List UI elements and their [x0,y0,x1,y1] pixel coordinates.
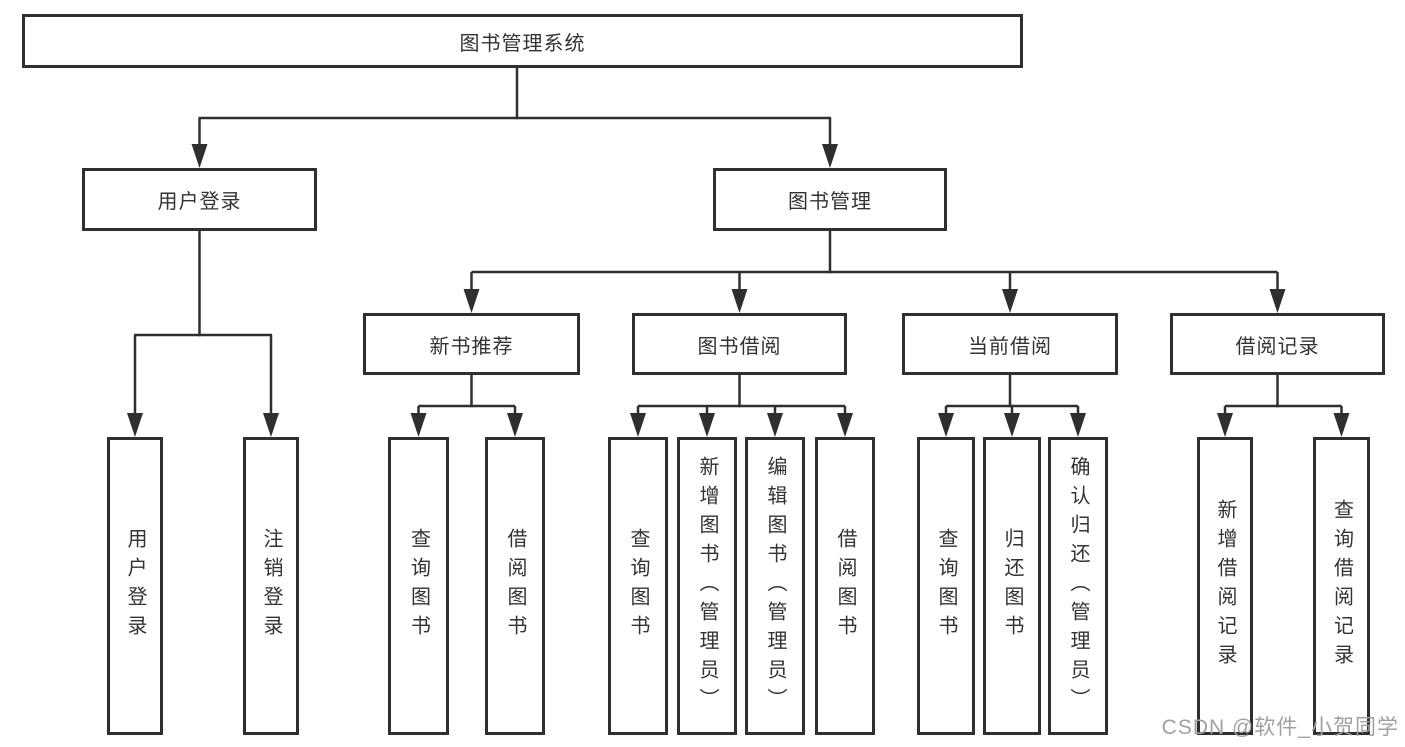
leaf-query-books-rec: 查询图书 [388,437,449,735]
leaf-edit-books-admin-label: 编辑图书（管理员） [764,455,786,717]
leaf-borrow-books-label: 借阅图书 [834,528,856,644]
node-new-book-recommendation-label: 新书推荐 [429,335,514,358]
leaf-add-books-admin-label: 新增图书（管理员） [696,455,718,717]
leaf-query-books-rec-label: 查询图书 [407,528,430,644]
node-borrowing-records: 借阅记录 [1170,313,1385,375]
node-current-borrowing-label: 当前借阅 [968,335,1052,358]
node-book-borrowing-label: 图书借阅 [697,335,782,358]
node-borrowing-records-label: 借阅记录 [1235,335,1320,358]
node-user-login: 用户登录 [82,168,317,231]
leaf-add-borrow-record: 新增借阅记录 [1197,437,1253,735]
leaf-add-borrow-record-label: 新增借阅记录 [1214,499,1236,673]
leaf-query-books-current: 查询图书 [917,437,975,735]
leaf-confirm-return-admin: 确认归还（管理员） [1048,437,1108,735]
leaf-borrow-books-rec-label: 借阅图书 [504,528,526,644]
csdn-watermark: CSDN @软件_小贺同学 [1161,716,1399,739]
leaf-return-books-label: 归还图书 [1001,528,1023,644]
node-user-login-label: 用户登录 [157,191,242,213]
leaf-query-borrow-record: 查询借阅记录 [1313,437,1370,735]
leaf-query-borrow-record-label: 查询借阅记录 [1330,499,1353,673]
leaf-logout: 注销登录 [243,437,299,735]
leaf-query-books-current-label: 查询图书 [935,528,957,644]
node-book-management: 图书管理 [713,168,947,231]
node-new-book-recommendation: 新书推荐 [363,313,580,375]
leaf-logout-label: 注销登录 [260,528,282,644]
leaf-user-login: 用户登录 [107,437,163,735]
leaf-return-books: 归还图书 [983,437,1041,735]
leaf-query-books-borrow: 查询图书 [608,437,668,735]
node-system-root: 图书管理系统 [22,14,1023,68]
node-current-borrowing: 当前借阅 [902,313,1118,375]
leaf-user-login-label: 用户登录 [124,528,146,644]
node-system-root-label: 图书管理系统 [459,32,586,55]
leaf-edit-books-admin: 编辑图书（管理员） [745,437,805,735]
leaf-confirm-return-admin-label: 确认归还（管理员） [1067,455,1089,717]
node-book-management-label: 图书管理 [788,191,872,213]
leaf-borrow-books-rec: 借阅图书 [485,437,545,735]
leaf-borrow-books: 借阅图书 [815,437,875,735]
leaf-query-books-borrow-label: 查询图书 [627,528,649,644]
node-book-borrowing: 图书借阅 [632,313,847,375]
leaf-add-books-admin: 新增图书（管理员） [677,437,737,735]
